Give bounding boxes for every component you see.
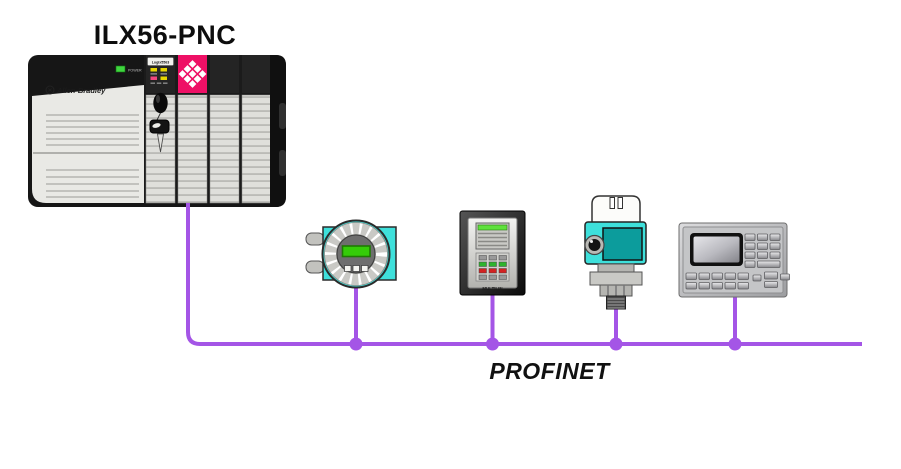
prosoft-diamond-logo bbox=[178, 60, 207, 88]
protection-relay: MULTILIN bbox=[459, 210, 526, 296]
relay-brand-label: MULTILIN bbox=[482, 286, 502, 291]
profinet-bus bbox=[186, 203, 862, 351]
hmi-numeric-keypad bbox=[685, 271, 790, 290]
bus-junction-dot bbox=[609, 337, 623, 351]
prosoft-module bbox=[177, 55, 208, 204]
power-supply: POWER Allen-Bradley bbox=[32, 65, 144, 203]
lcd-display bbox=[341, 245, 371, 258]
sensor-cap bbox=[591, 195, 641, 225]
allen-bradley-logo bbox=[45, 85, 55, 95]
vent-lines bbox=[33, 114, 144, 198]
relay-keypad bbox=[475, 252, 510, 282]
bus-junction-dot bbox=[486, 337, 499, 351]
rack-end-cap bbox=[270, 55, 286, 207]
hmi-screen bbox=[690, 233, 743, 266]
network-label: PROFINET bbox=[489, 358, 610, 384]
page-title: ILX56-PNC bbox=[93, 20, 237, 50]
relay-status-bar bbox=[477, 224, 508, 231]
power-led bbox=[115, 65, 126, 73]
bus-junction-dot bbox=[728, 337, 742, 351]
level-sensor bbox=[584, 195, 647, 310]
sensor-window bbox=[602, 227, 643, 261]
process-fitting bbox=[589, 263, 643, 297]
cable-gland bbox=[305, 260, 325, 274]
threaded-stem bbox=[606, 295, 626, 310]
brand-label: Allen-Bradley bbox=[56, 86, 106, 95]
cable-gland bbox=[305, 232, 325, 246]
flow-transmitter bbox=[305, 219, 397, 289]
relay-display bbox=[475, 222, 510, 250]
module-slot bbox=[241, 55, 272, 204]
controller-label: Logix5563 bbox=[152, 61, 170, 65]
controller-module: Logix5563 bbox=[145, 55, 176, 204]
hmi-panel bbox=[678, 222, 790, 298]
hmi-function-keypad bbox=[744, 233, 781, 268]
key-fob bbox=[149, 119, 170, 153]
bus-line bbox=[186, 203, 862, 346]
sensor-connector bbox=[584, 234, 605, 256]
transmitter-buttons bbox=[344, 265, 369, 272]
module-slot bbox=[209, 55, 240, 204]
bus-junction-dot bbox=[349, 337, 363, 351]
plc-rack: POWER Allen-Bradley bbox=[28, 55, 286, 207]
power-led-label: POWER bbox=[128, 69, 142, 73]
controller-leds bbox=[150, 68, 168, 84]
